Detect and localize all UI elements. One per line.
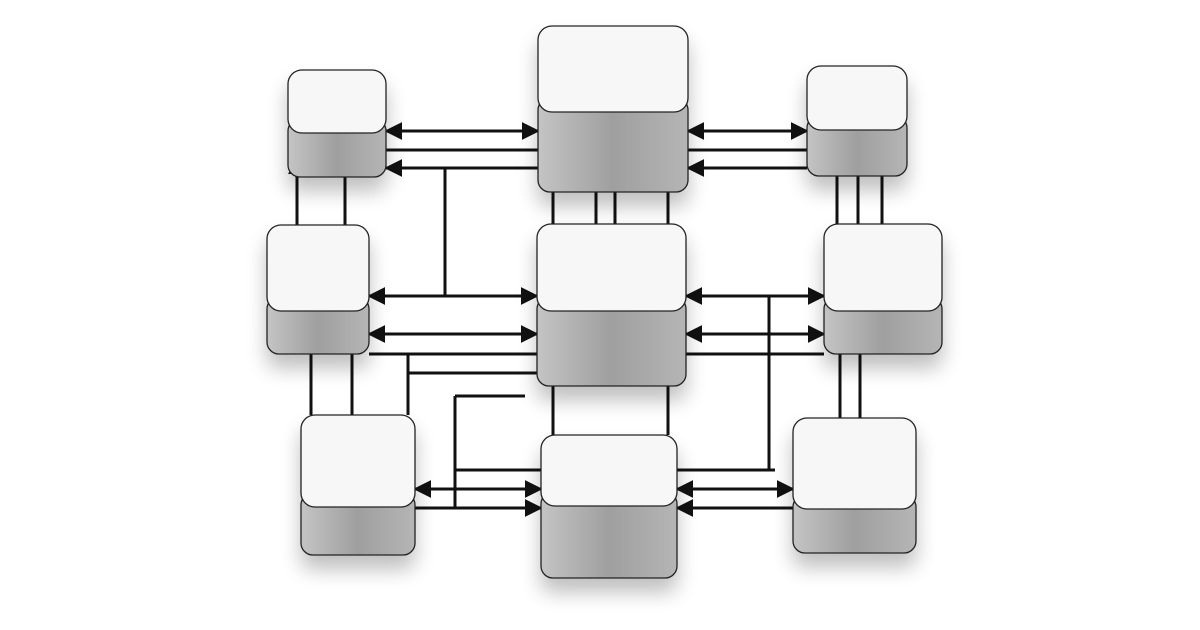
node-top-face	[287, 69, 387, 134]
node-box	[806, 65, 908, 177]
node-top-face	[537, 25, 689, 113]
node-top-face	[540, 434, 678, 507]
node-box	[300, 414, 416, 556]
node-top-face	[300, 414, 416, 508]
node-top-face	[536, 223, 687, 312]
node-top-face	[806, 65, 908, 131]
node-box	[537, 25, 689, 193]
node-top-face	[792, 417, 917, 510]
node-box	[823, 223, 943, 355]
node-box	[792, 417, 917, 554]
node-box	[287, 69, 387, 178]
node-box	[266, 224, 370, 355]
node-box	[540, 434, 678, 579]
node-box	[536, 223, 687, 387]
nodes	[266, 25, 943, 579]
node-top-face	[823, 223, 943, 312]
node-top-face	[266, 224, 370, 312]
